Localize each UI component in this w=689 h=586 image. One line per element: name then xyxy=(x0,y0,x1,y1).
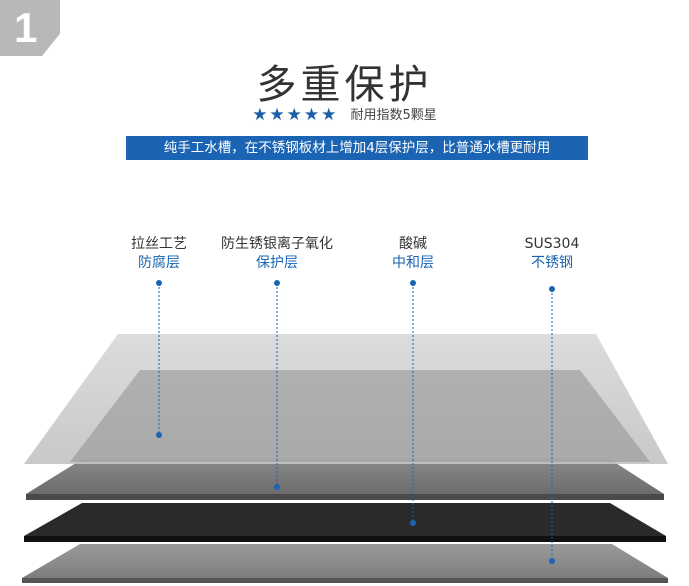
leader-dot xyxy=(156,432,162,438)
description-banner: 纯手工水槽，在不锈钢板材上增加4层保护层，比普通水槽更耐用 xyxy=(126,136,588,160)
layer-label-sus304: SUS304 不锈钢 xyxy=(524,236,580,271)
leader-dot xyxy=(156,280,162,286)
leader-dot xyxy=(549,286,555,292)
layer-label-silver-ion: 防生锈银离子氧化 保护层 xyxy=(221,236,333,271)
layer-label-brushed: 拉丝工艺 防腐层 xyxy=(131,236,187,271)
leader-dot xyxy=(410,520,416,526)
layer-acid-base xyxy=(24,503,666,542)
layer-brushed xyxy=(24,334,668,464)
step-number: 1 xyxy=(14,4,38,51)
leader-dot xyxy=(274,280,280,286)
layer-sus304 xyxy=(22,544,668,583)
leader-dot xyxy=(549,558,555,564)
layer-label-acid-base: 酸碱 中和层 xyxy=(392,236,434,271)
rating: ★★★★★ 耐用指数5颗星 xyxy=(0,104,689,125)
star-rating-icon: ★★★★★ xyxy=(252,105,339,125)
rating-text: 耐用指数5颗星 xyxy=(350,108,437,123)
leader-dot xyxy=(410,280,416,286)
leader-dot xyxy=(274,484,280,490)
layer-silver-ion xyxy=(26,458,664,500)
page-title: 多重保护 xyxy=(256,62,433,108)
